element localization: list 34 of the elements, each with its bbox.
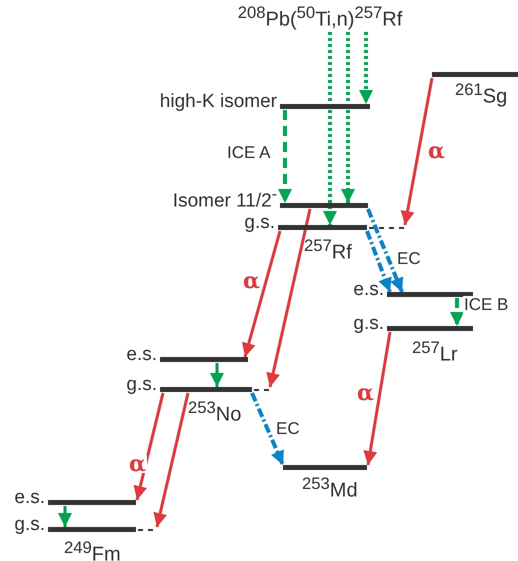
arrow [210,363,224,387]
level-label: e.s. [125,347,158,363]
level-label: g.s. [243,215,276,231]
level-label: g.s. [13,517,46,533]
edge-label: α [128,455,147,473]
nuclide-label: $^{257}$Rf [304,236,352,265]
arrow [400,78,434,226]
level-label: e.s. [352,282,385,298]
reaction-label: $^{208}$Pb($^{50}$Ti,n)$^{257}$Rf [205,3,435,32]
arrow [341,32,355,203]
level-label: e.s. [13,490,46,506]
arrow [278,110,292,203]
arrow [250,392,285,466]
arrow [450,298,464,326]
arrow [323,32,337,225]
level-label: g.s. [352,316,385,332]
arrow [266,208,312,388]
level-label: g.s. [125,377,158,393]
nuclide-label: $^{261}$Sg [455,80,508,109]
arrow [242,230,282,358]
nuclide-label: $^{253}$No [188,398,242,427]
level-label: high-K isomer [158,94,278,110]
arrow [134,392,164,500]
arrow [365,230,392,293]
edge-label: ICE B [463,296,510,314]
arrow [359,32,373,104]
arrow [153,392,190,528]
nuclide-label: $^{257}$Lr [412,338,458,367]
arrow [363,332,392,466]
arrow [366,208,404,293]
nuclide-label: $^{249}$Fm [64,538,121,561]
level-label: Isomer 11/2$^{-}$ [172,186,278,209]
nuclide-label: $^{253}$Md [302,474,358,503]
arrow [58,506,72,527]
